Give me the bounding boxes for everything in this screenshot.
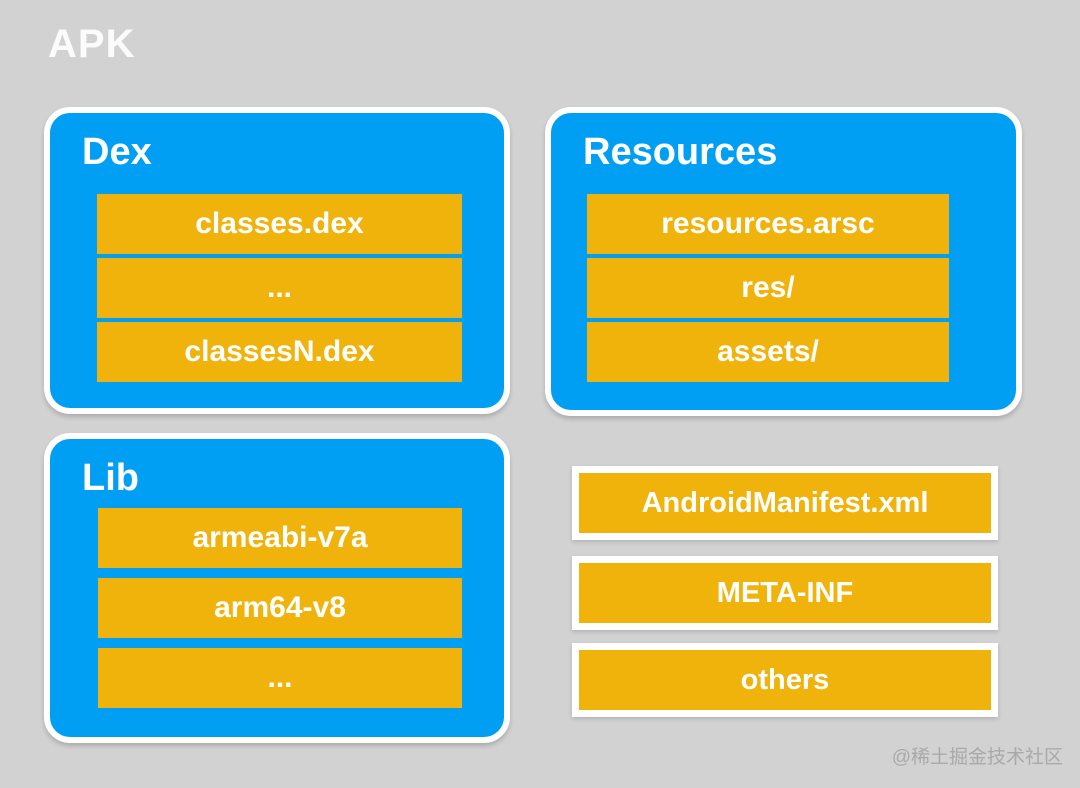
- group-dex: Dex classes.dex ... classesN.dex: [44, 107, 510, 414]
- file-item-res-dir: res/: [587, 258, 949, 318]
- file-item-androidmanifest-xml: AndroidManifest.xml: [572, 466, 998, 540]
- page-title: APK: [48, 22, 136, 66]
- watermark: @稀土掘金技术社区: [891, 747, 1063, 768]
- file-item-assets-dir: assets/: [587, 322, 949, 382]
- file-item-armeabi-v7a: armeabi-v7a: [98, 508, 462, 568]
- file-item-resources-arsc: resources.arsc: [587, 194, 949, 254]
- group-dex-rows: classes.dex ... classesN.dex: [97, 194, 462, 382]
- group-lib: Lib armeabi-v7a arm64-v8 ...: [44, 433, 510, 743]
- file-item-lib-ellipsis: ...: [98, 648, 462, 708]
- group-lib-title: Lib: [82, 457, 139, 499]
- group-resources-title: Resources: [583, 131, 778, 173]
- group-lib-rows: armeabi-v7a arm64-v8 ...: [98, 508, 462, 708]
- file-item-classes-dex: classes.dex: [97, 194, 462, 254]
- file-item-meta-inf: META-INF: [572, 556, 998, 630]
- group-resources: Resources resources.arsc res/ assets/: [545, 107, 1022, 416]
- file-item-others: others: [572, 643, 998, 717]
- group-dex-title: Dex: [82, 131, 152, 173]
- file-item-classesn-dex: classesN.dex: [97, 322, 462, 382]
- file-item-dex-ellipsis: ...: [97, 258, 462, 318]
- group-resources-rows: resources.arsc res/ assets/: [587, 194, 949, 382]
- file-item-arm64-v8: arm64-v8: [98, 578, 462, 638]
